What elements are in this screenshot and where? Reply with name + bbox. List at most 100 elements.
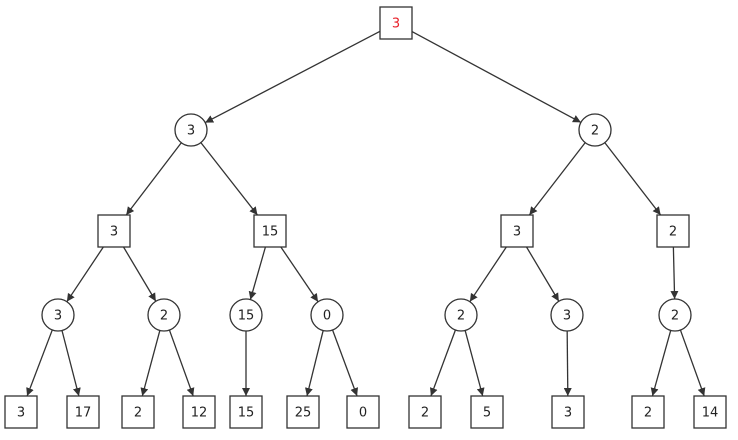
edge-arrow xyxy=(200,142,258,216)
node-value: 3 xyxy=(17,406,25,421)
edge-arrow xyxy=(26,329,53,397)
decision-node-square xyxy=(66,395,100,429)
root-node: 3 xyxy=(379,6,413,40)
chance-node-circle xyxy=(310,298,344,332)
node-value: 0 xyxy=(323,309,331,324)
node-value: 2 xyxy=(591,124,599,139)
leaf-node: 2 xyxy=(631,395,665,429)
node-value: 12 xyxy=(191,406,208,421)
edge-arrow xyxy=(66,246,104,303)
chance-node-circle xyxy=(658,298,692,332)
decision-node-square xyxy=(346,395,380,429)
node-value: 3 xyxy=(54,309,62,324)
decision-node-square xyxy=(229,395,263,429)
edges-layer xyxy=(26,30,706,397)
decision-node-square xyxy=(656,214,690,248)
edge-arrow xyxy=(464,330,485,397)
chance-node: 2 xyxy=(444,298,478,332)
leaf-node: 14 xyxy=(693,395,727,429)
decision-node-square xyxy=(253,214,287,248)
chance-node-circle xyxy=(550,298,584,332)
decision-node-square xyxy=(500,214,534,248)
node-value: 3 xyxy=(392,17,400,32)
edge-arrow xyxy=(670,246,679,300)
leaf-node: 25 xyxy=(286,395,320,429)
decision-node: 3 xyxy=(500,214,534,248)
edge-arrow xyxy=(204,30,381,124)
decision-node-square xyxy=(631,395,665,429)
chance-node: 3 xyxy=(550,298,584,332)
edge-arrow xyxy=(563,330,572,397)
node-value: 2 xyxy=(457,309,465,324)
edge-arrow xyxy=(525,246,560,302)
chance-node: 0 xyxy=(310,298,344,332)
edge-arrow xyxy=(304,330,324,397)
node-value: 15 xyxy=(262,225,279,240)
leaf-node: 3 xyxy=(551,395,585,429)
decision-node-square xyxy=(97,214,131,248)
chance-node-circle xyxy=(174,113,208,147)
chance-node: 3 xyxy=(41,298,75,332)
edge-arrow xyxy=(168,329,195,397)
decision-node-square xyxy=(408,395,442,429)
decision-node: 3 xyxy=(97,214,131,248)
chance-node-circle xyxy=(444,298,478,332)
decision-node-square xyxy=(379,6,413,40)
node-value: 2 xyxy=(669,225,677,240)
chance-node-circle xyxy=(229,298,263,332)
decision-node-square xyxy=(693,395,727,429)
node-value: 17 xyxy=(75,406,92,421)
node-value: 15 xyxy=(238,406,255,421)
decision-node-square xyxy=(182,395,216,429)
edge-arrow xyxy=(61,330,81,397)
chance-node-circle xyxy=(578,113,612,147)
edge-arrow xyxy=(604,142,662,216)
decision-node-square xyxy=(286,395,320,429)
edge-arrow xyxy=(411,31,582,123)
edge-arrow xyxy=(429,329,457,397)
chance-node: 2 xyxy=(147,298,181,332)
node-value: 3 xyxy=(110,225,118,240)
node-value: 3 xyxy=(513,225,521,240)
node-value: 5 xyxy=(483,406,491,421)
edge-arrow xyxy=(469,246,507,303)
chance-node: 3 xyxy=(174,113,208,147)
node-value: 2 xyxy=(134,406,142,421)
decision-node-square xyxy=(121,395,155,429)
leaf-node: 15 xyxy=(229,395,263,429)
chance-node: 2 xyxy=(578,113,612,147)
leaf-node: 0 xyxy=(346,395,380,429)
decision-node-square xyxy=(4,395,38,429)
node-value: 3 xyxy=(187,124,195,139)
leaf-node: 5 xyxy=(470,395,504,429)
edge-arrow xyxy=(140,330,161,397)
edge-arrow xyxy=(528,142,586,216)
edge-arrow xyxy=(650,330,672,397)
node-value: 2 xyxy=(160,309,168,324)
leaf-node: 17 xyxy=(66,395,100,429)
edge-arrow xyxy=(679,329,706,397)
decision-node: 2 xyxy=(656,214,690,248)
decision-node-square xyxy=(470,395,504,429)
node-value: 2 xyxy=(644,406,652,421)
leaf-node: 2 xyxy=(408,395,442,429)
edge-arrow xyxy=(331,329,359,397)
leaf-node: 2 xyxy=(121,395,155,429)
edge-arrow xyxy=(125,142,182,216)
node-value: 25 xyxy=(295,406,312,421)
node-value: 15 xyxy=(238,309,255,324)
edge-arrow xyxy=(122,246,157,302)
node-value: 2 xyxy=(421,406,429,421)
node-value: 3 xyxy=(564,406,572,421)
decision-node: 15 xyxy=(253,214,287,248)
decision-node-square xyxy=(551,395,585,429)
edge-arrow xyxy=(280,246,319,303)
chance-node: 15 xyxy=(229,298,263,332)
chance-node-circle xyxy=(147,298,181,332)
leaf-node: 12 xyxy=(182,395,216,429)
leaf-node: 3 xyxy=(4,395,38,429)
node-value: 0 xyxy=(359,406,367,421)
node-value: 14 xyxy=(702,406,719,421)
